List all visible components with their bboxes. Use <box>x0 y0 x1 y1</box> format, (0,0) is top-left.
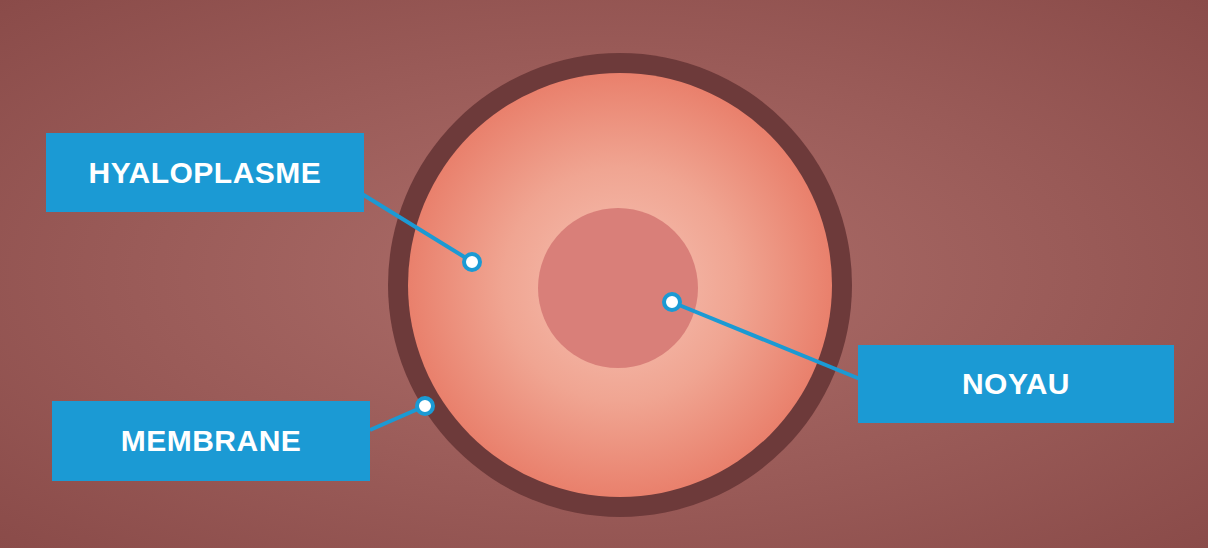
cell-hyaloplasm <box>408 73 832 497</box>
label-text: MEMBRANE <box>121 424 302 458</box>
label-box: MEMBRANE <box>52 401 370 481</box>
leader-dot <box>417 398 433 414</box>
label-box: NOYAU <box>858 345 1174 423</box>
cell-membrane <box>388 53 852 517</box>
leader-dot <box>664 294 680 310</box>
leader-line <box>679 305 860 379</box>
label-text: NOYAU <box>962 367 1070 401</box>
leader-dots <box>417 254 680 414</box>
cell-nucleus <box>538 208 698 368</box>
leader-line <box>362 194 466 258</box>
leader-dot <box>464 254 480 270</box>
label-text: HYALOPLASME <box>89 156 322 190</box>
leader-line <box>370 409 418 430</box>
leader-lines <box>362 194 860 430</box>
label-box: HYALOPLASME <box>46 133 364 212</box>
